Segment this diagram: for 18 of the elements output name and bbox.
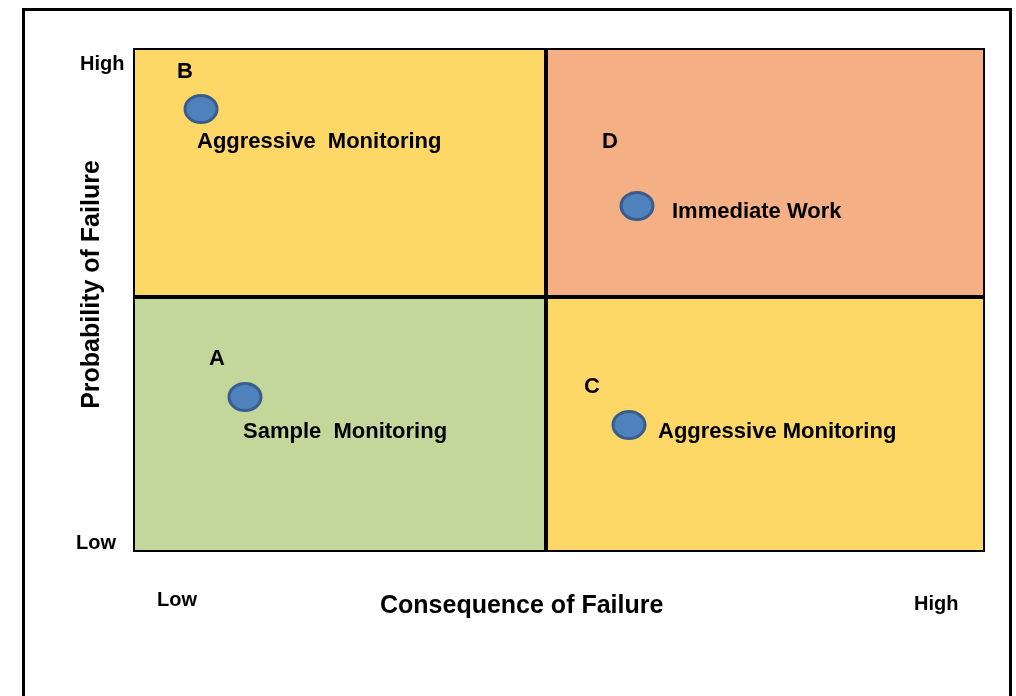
point-letter: B (177, 58, 193, 84)
quadrant-label: Sample Monitoring (243, 418, 448, 444)
quadrant-label: Aggressive Monitoring (197, 128, 442, 154)
quadrant-label: Immediate Work (672, 198, 842, 224)
point-letter: D (602, 128, 618, 154)
quadrant-label: Aggressive Monitoring (658, 418, 897, 444)
axis-title: Consequence of Failure (380, 590, 664, 619)
quadrant (546, 297, 985, 552)
axis-tick-label: Low (76, 531, 116, 554)
quadrant (546, 48, 985, 297)
point-letter: A (209, 345, 225, 371)
axis-title: Probability of Failure (75, 159, 105, 411)
axis-tick-label: High (80, 52, 125, 75)
point-letter: C (584, 373, 600, 399)
axis-tick-label: High (914, 592, 959, 615)
quadrant (133, 297, 546, 552)
axis-tick-label: Low (157, 588, 197, 611)
quadrant (133, 48, 546, 297)
